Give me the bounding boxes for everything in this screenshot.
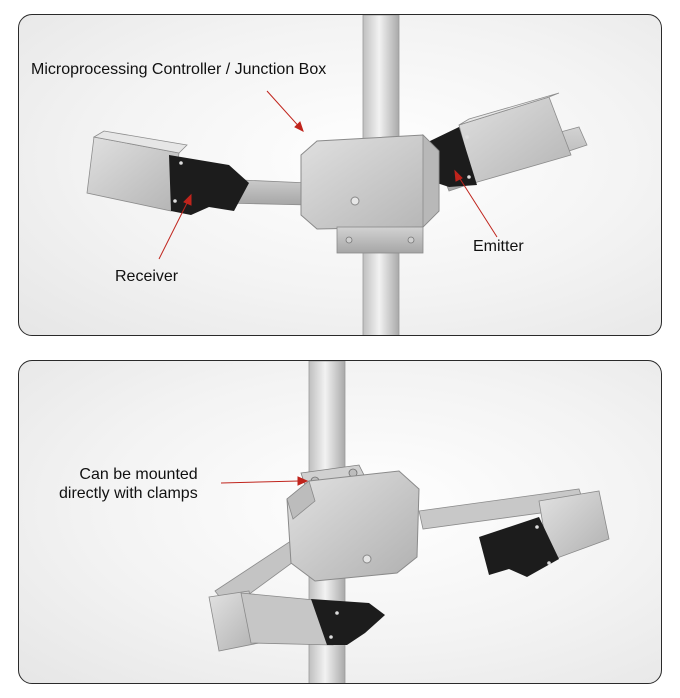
callout-arrows [158, 90, 498, 260]
clamps-label: Can be mounted directly with clamps [59, 466, 198, 502]
receiver-arrow [158, 194, 192, 260]
emitter-face [479, 517, 559, 577]
top-mount-illustration [86, 15, 588, 335]
bottom-mount-illustration [208, 361, 610, 683]
receiver-face [311, 599, 385, 645]
controller-label: Microprocessing Controller / Junction Bo… [31, 61, 327, 78]
clamps-arrow [220, 480, 300, 484]
top-panel: Microprocessing Controller / Junction Bo… [18, 14, 662, 336]
callout-arrows [220, 476, 309, 486]
junction-box [300, 134, 440, 254]
emitter-label: Emitter [473, 238, 524, 255]
receiver-label: Receiver [115, 268, 179, 285]
bottom-panel: Can be mounted directly with clamps [18, 360, 662, 684]
receiver-unit [86, 130, 249, 215]
emitter-unit [479, 490, 610, 577]
emitter-arrow [454, 170, 498, 238]
junction-box [286, 470, 420, 582]
receiver-unit [208, 590, 385, 652]
